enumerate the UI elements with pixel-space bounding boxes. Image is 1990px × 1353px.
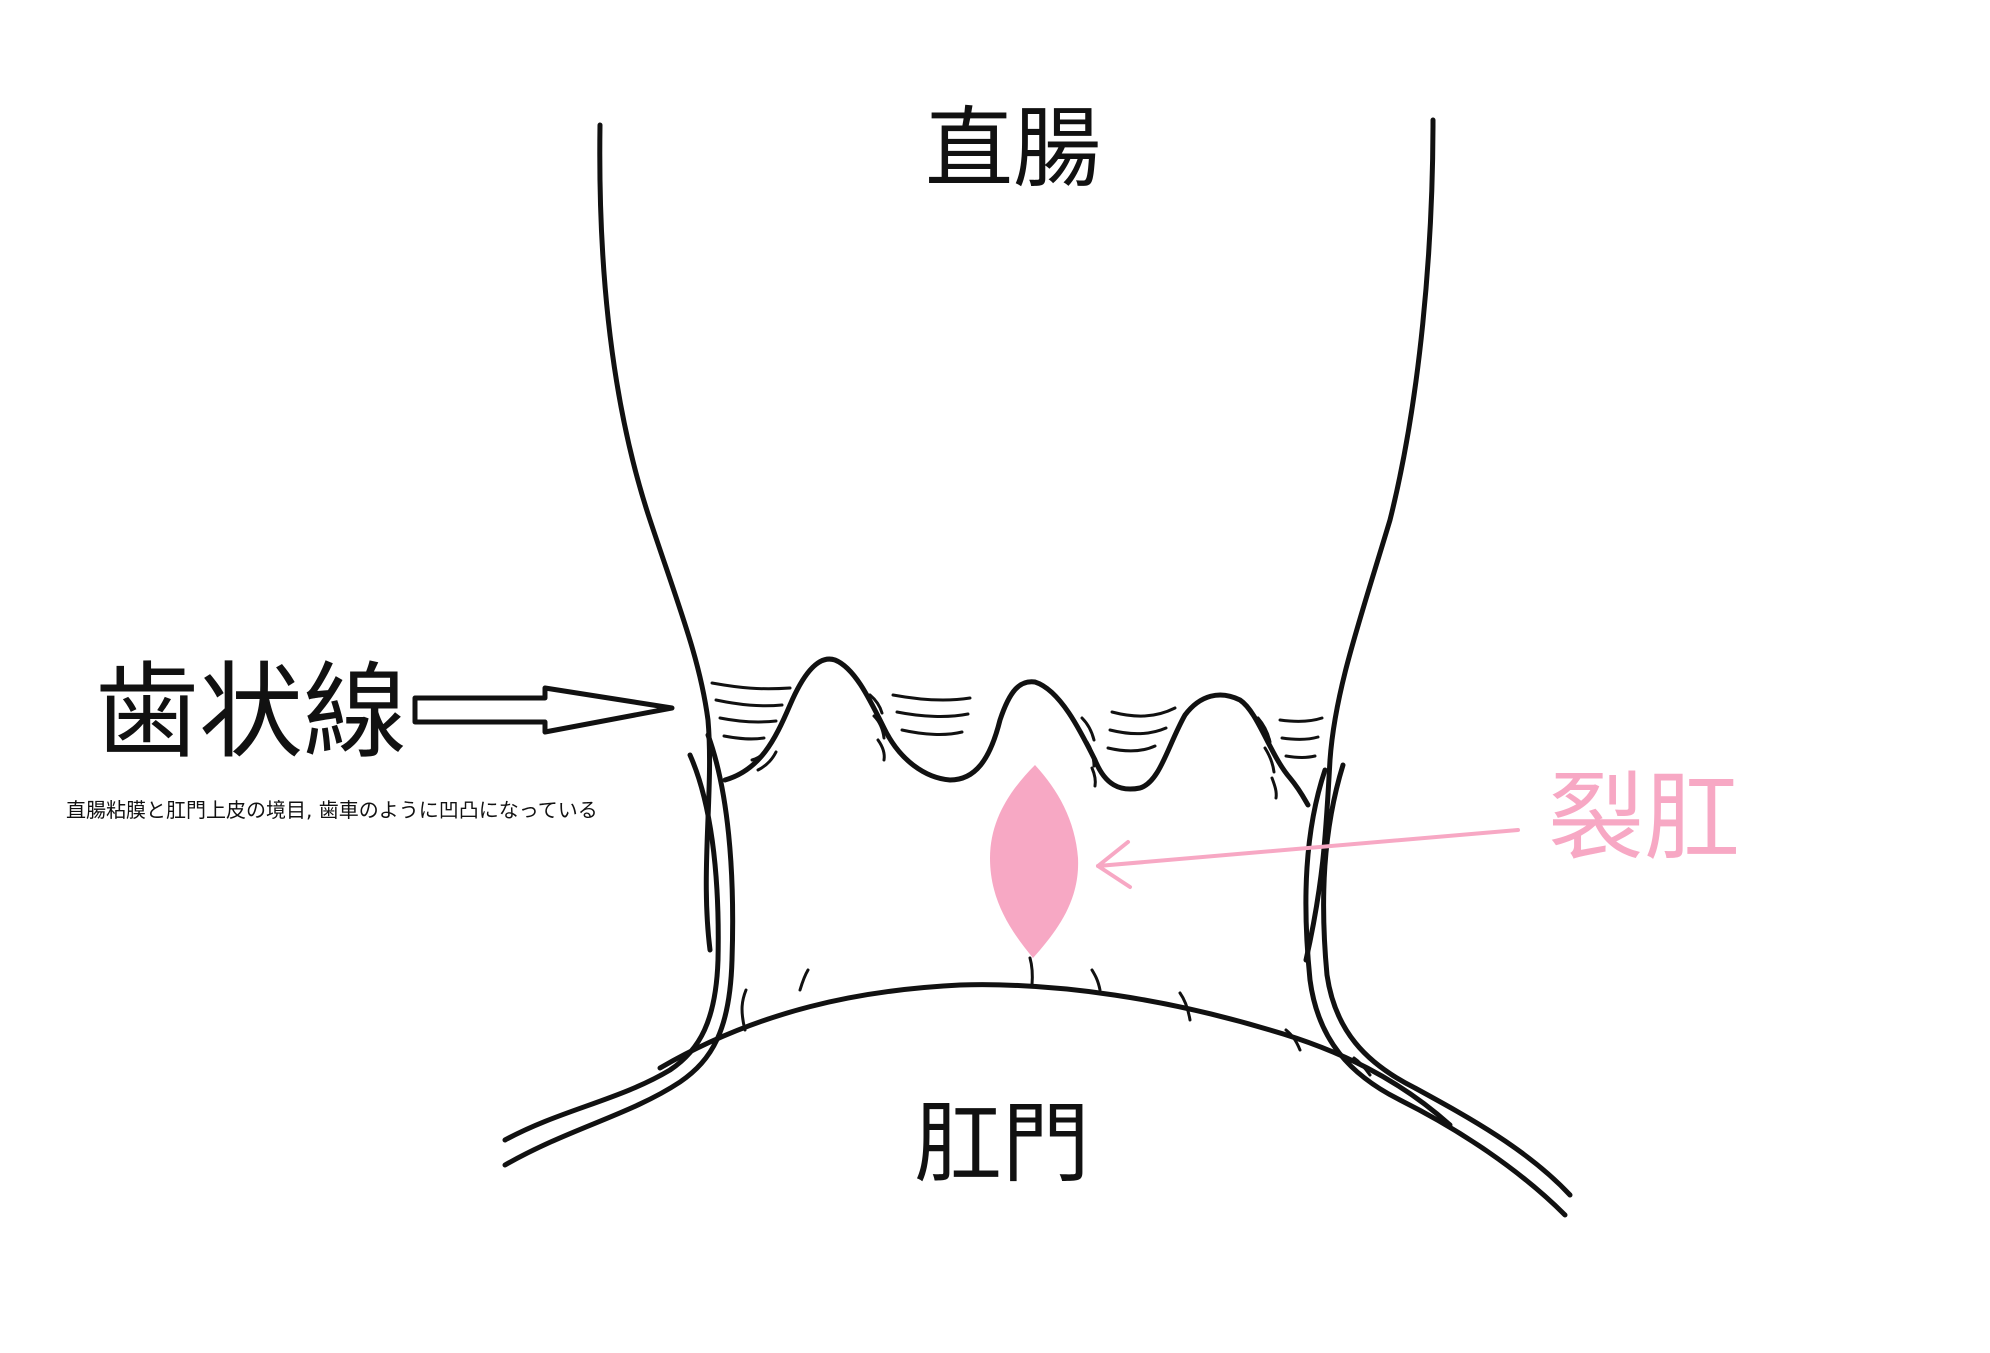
anal-verge-ticks bbox=[740, 956, 1372, 1077]
dentate-line-label: 歯状線 bbox=[95, 651, 408, 773]
dentate-hatch-center-left bbox=[868, 693, 972, 762]
dentate-line-description: 直腸粘膜と肛門上皮の境目, 歯車のように凹凸になっている bbox=[66, 798, 598, 822]
anus-label: 肛門 bbox=[914, 1092, 1091, 1195]
anal-fissure-pointer bbox=[1096, 828, 1520, 889]
anal-canal-right-outer bbox=[1321, 762, 1573, 1198]
dentate-hatch-center-right bbox=[1080, 706, 1177, 788]
dentate-line-arrow bbox=[412, 685, 675, 735]
anal-verge-arc bbox=[657, 982, 1453, 1128]
anal-canal-left-inner bbox=[502, 752, 721, 1143]
rectum-label: 直腸 bbox=[925, 97, 1102, 200]
dentate-line-curve bbox=[722, 656, 1311, 808]
anal-fissure-shape bbox=[990, 765, 1079, 958]
dentate-hatch-right bbox=[1256, 716, 1324, 800]
rectum-right-wall bbox=[1303, 117, 1436, 963]
anal-canal-left-outer bbox=[502, 732, 736, 1168]
anal-fissure-label: 裂肛 bbox=[1548, 762, 1740, 874]
rectum-left-wall bbox=[597, 122, 713, 953]
dentate-hatch-left bbox=[710, 681, 792, 772]
